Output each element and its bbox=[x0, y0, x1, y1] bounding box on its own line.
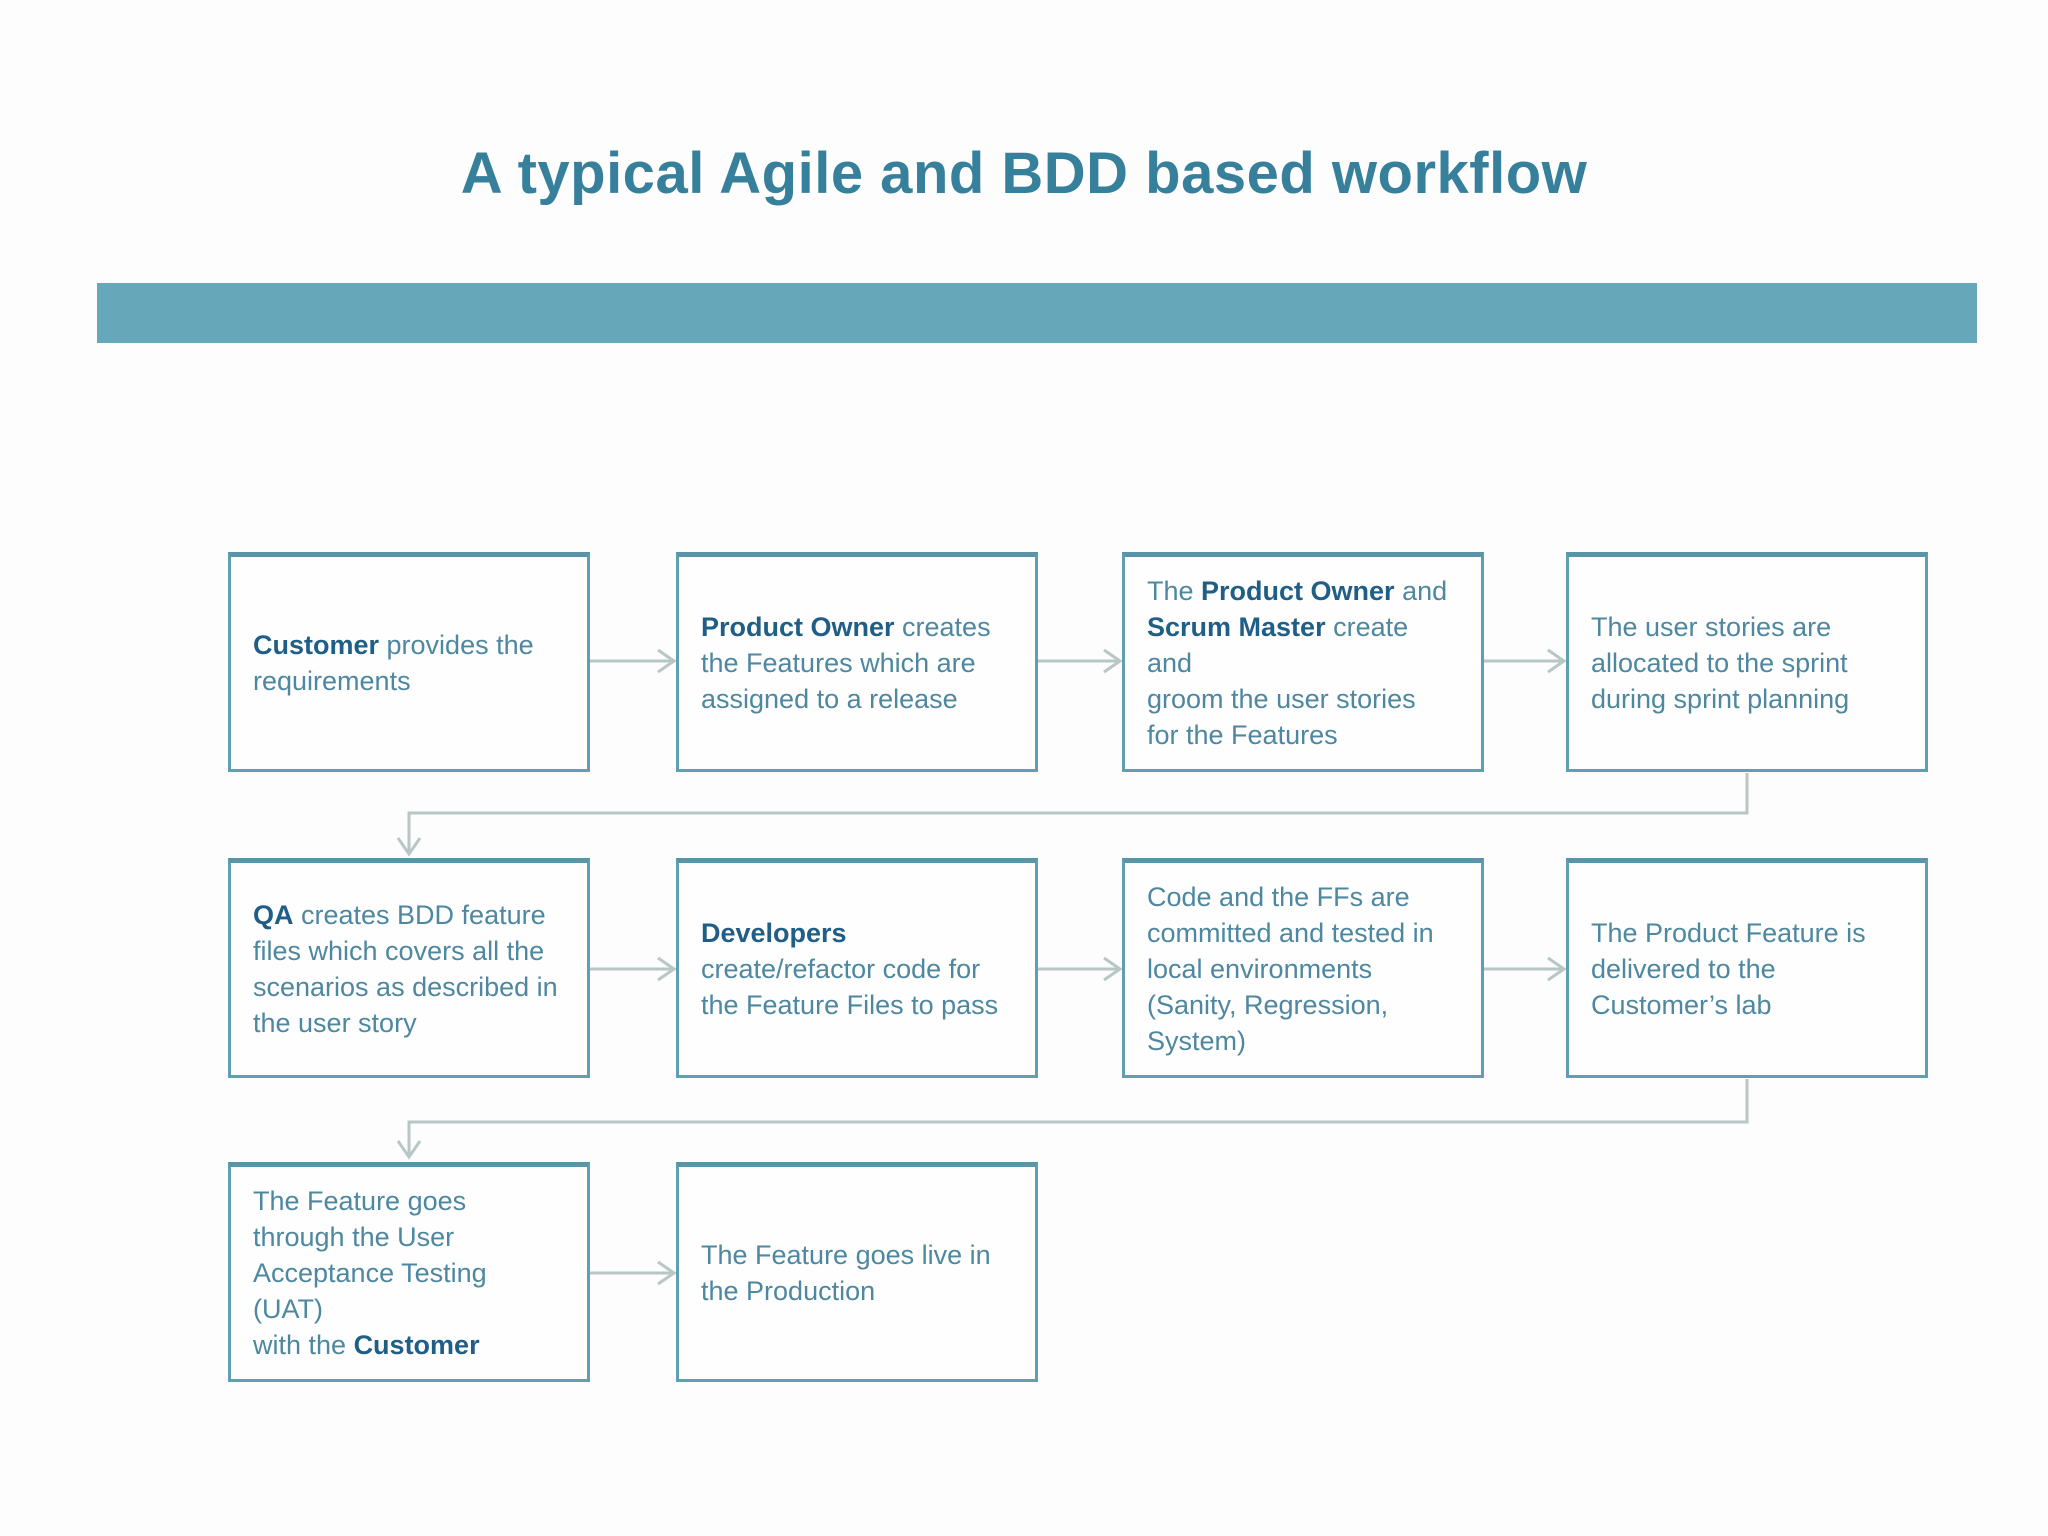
flow-box-po-sm-groom-user-stories: The Product Owner and Scrum Master creat… bbox=[1122, 552, 1484, 772]
flow-box-feature-uat-with-customer: The Feature goes through the User Accept… bbox=[228, 1162, 590, 1382]
flow-box-customer-provides-requirements: Customer provides the requirements bbox=[228, 552, 590, 772]
arrow-box5-box6 bbox=[590, 956, 677, 982]
flow-box-feature-goes-live-production: The Feature goes live in the Production bbox=[676, 1162, 1038, 1382]
flow-box-feature-delivered-to-customer-lab: The Product Feature is delivered to the … bbox=[1566, 858, 1928, 1078]
flow-box-text: The Feature goes through the User Accept… bbox=[253, 1186, 487, 1360]
flow-box-text: Product Owner creates the Features which… bbox=[701, 612, 991, 714]
page-title: A typical Agile and BDD based workflow bbox=[460, 141, 1588, 206]
arrow-box3-box4 bbox=[1484, 648, 1567, 674]
flow-box-text: Code and the FFs are committed and teste… bbox=[1147, 882, 1434, 1056]
arrow-box9-box10 bbox=[590, 1260, 677, 1286]
arrow-box2-box3 bbox=[1038, 648, 1123, 674]
flow-box-text: QA creates BDD feature files which cover… bbox=[253, 900, 558, 1038]
flow-box-text: Developers create/refactor code for the … bbox=[701, 918, 999, 1020]
flow-box-text: Customer provides the requirements bbox=[253, 630, 534, 696]
flow-box-text: The user stories are allocated to the sp… bbox=[1591, 612, 1850, 714]
arrow-box1-box2 bbox=[590, 648, 677, 674]
flow-box-developers-create-refactor-code: Developers create/refactor code for the … bbox=[676, 858, 1038, 1078]
flow-box-product-owner-creates-features: Product Owner creates the Features which… bbox=[676, 552, 1038, 772]
arrow-box6-box7 bbox=[1038, 956, 1123, 982]
flow-box-text: The Feature goes live in the Production bbox=[701, 1240, 991, 1306]
divider-bar bbox=[97, 283, 1977, 343]
flow-box-code-committed-and-tested: Code and the FFs are committed and teste… bbox=[1122, 858, 1484, 1078]
connector-box4-box5 bbox=[396, 773, 1749, 857]
flow-box-qa-creates-bdd-feature-files: QA creates BDD feature files which cover… bbox=[228, 858, 590, 1078]
arrow-box7-box8 bbox=[1484, 956, 1567, 982]
flow-box-stories-allocated-to-sprint: The user stories are allocated to the sp… bbox=[1566, 552, 1928, 772]
flow-box-text: The Product Owner and Scrum Master creat… bbox=[1147, 576, 1448, 750]
flow-box-text: The Product Feature is delivered to the … bbox=[1591, 918, 1866, 1020]
connector-box8-box9 bbox=[396, 1079, 1749, 1160]
